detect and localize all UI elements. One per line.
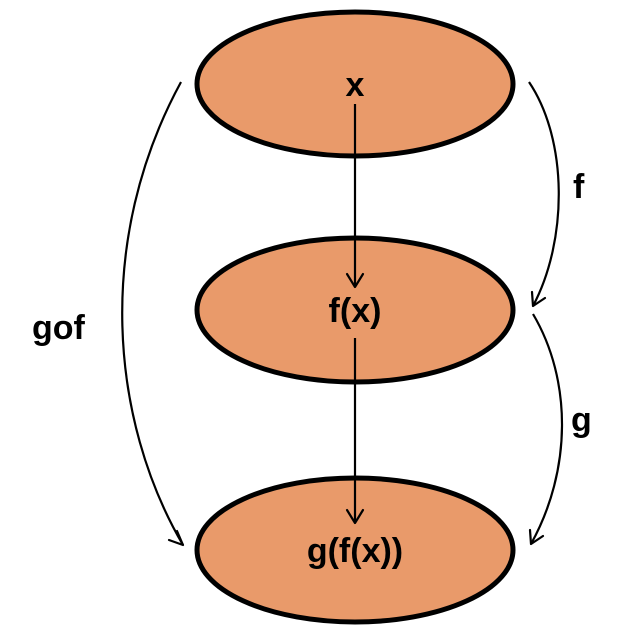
arrowhead-x-to-fx bbox=[345, 272, 365, 289]
edge-label-f: f bbox=[573, 168, 585, 206]
arrowhead-g bbox=[528, 528, 545, 546]
node-fx-label: f(x) bbox=[329, 292, 382, 330]
arrowhead-f bbox=[530, 290, 547, 308]
arrow-f-curve bbox=[528, 81, 560, 307]
arrow-g-curve bbox=[530, 313, 564, 545]
node-x-label: x bbox=[346, 66, 365, 104]
arrowhead-fx-to-gfx bbox=[345, 508, 365, 525]
arrow-gof-curve bbox=[121, 81, 184, 546]
arrowhead-gof bbox=[167, 529, 185, 547]
edge-label-g: g bbox=[571, 401, 592, 439]
node-gfx-label: g(f(x)) bbox=[307, 532, 403, 570]
edge-label-gof: gof bbox=[32, 309, 86, 347]
